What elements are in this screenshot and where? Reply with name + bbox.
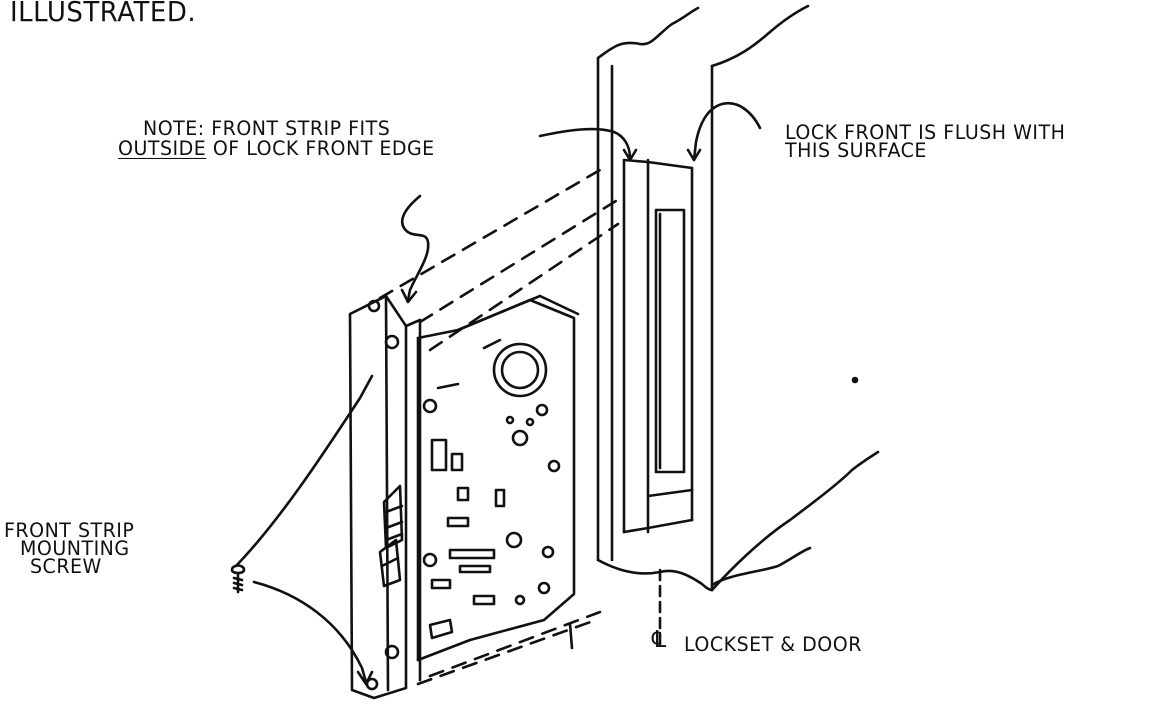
small-hole [505,415,515,425]
flush-arrow [692,101,762,162]
case-screw-hole [514,594,526,606]
screw-label-line2: MOUNTING [20,536,130,561]
case-slot [456,486,470,502]
spindle-hub [492,342,548,398]
mounting-screw-icon [230,564,246,594]
projection-line [378,168,602,300]
centerline-label: LOCKSET & DOOR [684,632,862,657]
case-screw-hole [505,531,523,549]
flush-note-line2: THIS SURFACE [785,138,927,163]
note-arrow-head [400,288,418,304]
lock-pocket [654,208,686,474]
case-slot [494,488,506,508]
mortise-inner-slope [646,488,694,498]
door-right-lower-wave [710,546,812,587]
stray-mark [851,376,859,384]
flush-arrow-head [686,148,702,162]
screw-label-line3: SCREW [30,554,102,579]
case-screw-hole [422,398,438,414]
centerline-tick [568,622,574,650]
deadlatch-line [380,556,400,568]
spindle-hub-inner [500,350,540,390]
screw-head [230,564,246,575]
screw-leader-lower-head [356,670,374,686]
case-slot [430,578,452,590]
projection-line [428,222,620,352]
outside-emphasis: OUTSIDE [118,136,207,161]
case-bottom-tab [428,618,454,640]
case-top-edge [456,294,542,332]
case-screw-hole [541,545,555,559]
projection-line [428,610,602,678]
flush-note-line1: LOCK FRONT IS FLUSH WITH [785,120,1066,145]
door-bottom-edge-wavy [596,558,714,592]
faceplate-side-edge [384,294,390,692]
case-notch-line [482,338,502,350]
latch-bolt-lines [384,504,404,542]
faceplate-bottom-screw [384,644,400,660]
case-slot [430,438,448,472]
case-screw-hole [547,459,561,473]
door-face-top-wavy [710,4,810,68]
case-slot [448,548,496,560]
screw-leader-lower [252,580,368,684]
mortise-top-edge [622,158,650,164]
latch-bolt [382,484,404,550]
mortise-top-back [646,160,694,170]
note-arrow-to-door [538,127,632,160]
door-top-edge-wavy [596,6,700,60]
front-strip-note-line2-rest: OF LOCK FRONT EDGE [206,136,435,161]
projection-line [416,618,598,686]
screw-label-line1: FRONT STRIP [4,518,135,543]
alignment-projection-lines [378,168,626,686]
case-slot [458,564,492,574]
front-strip-note-line2: OUTSIDE OF LOCK FRONT EDGE [118,138,435,159]
door-right-outline [710,450,880,592]
faceplate-back-edge [404,318,422,328]
header-fragment: ILLUSTRATED. [10,0,197,29]
lock-case-outline [416,298,576,662]
callout-arrows [234,101,762,686]
mortise-bottom-edge [622,526,650,534]
lock-front-faceplate [348,294,422,700]
case-slot [472,594,496,606]
case-slot [450,452,464,472]
faceplate-front-face [348,294,408,700]
door-edge-section [596,4,880,652]
case-slot [446,516,470,528]
note-arrow-door-head [622,148,638,162]
screw-leader-upper [234,374,374,568]
case-screw-hole [537,581,551,595]
mortise-bottom-back [646,518,694,530]
front-strip-top-screw [367,299,381,313]
small-hole [525,417,535,427]
case-inner-top-edge [538,294,580,316]
deadlatch [378,538,402,588]
faceplate-top-screw [384,334,400,350]
screw-thread [232,576,244,592]
case-screw-hole [422,552,438,568]
projection-line [418,194,626,324]
cylinder-hole [511,429,529,447]
note-arrow-squiggle [400,194,430,302]
front-strip-note-line1: NOTE: FRONT STRIP FITS [143,116,391,141]
case-notch-line [436,382,460,390]
case-screw-hole [535,403,549,417]
lock-case [416,294,580,662]
